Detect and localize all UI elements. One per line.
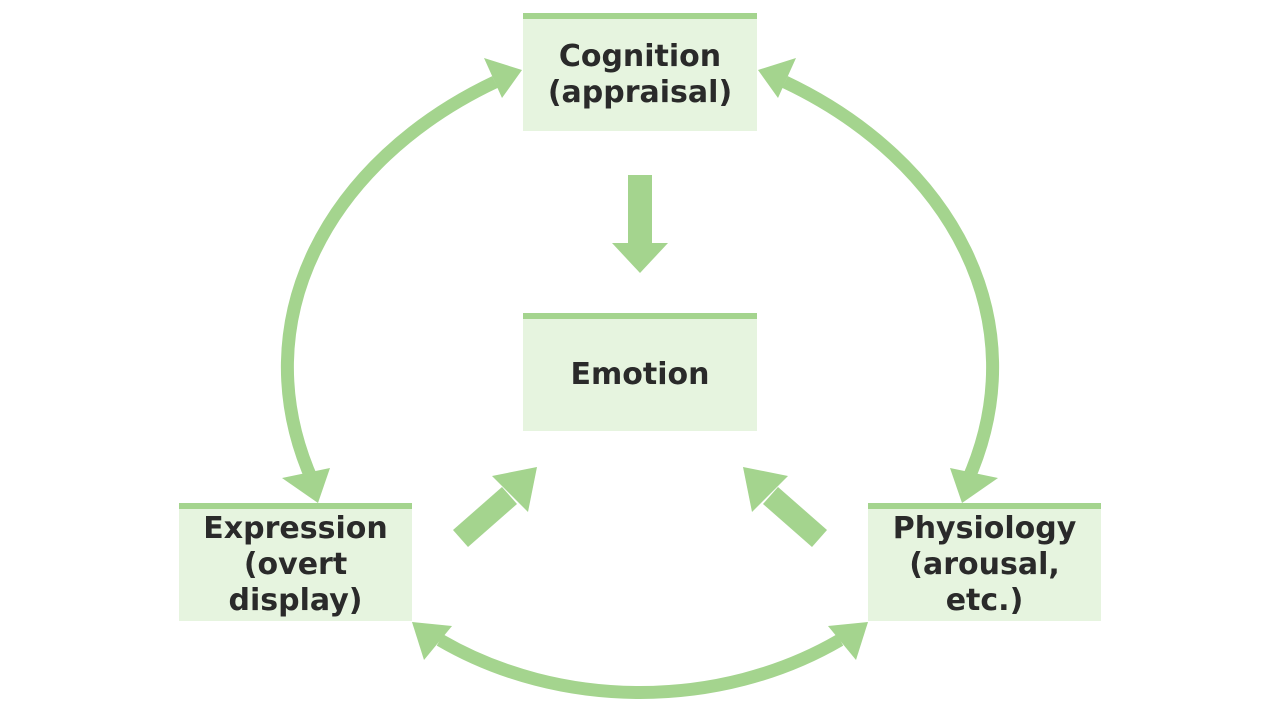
arrowhead-to-physiology bbox=[950, 468, 998, 503]
arrowhead-to-emotion-top bbox=[612, 243, 668, 273]
arrowhead-to-cognition-right bbox=[758, 58, 796, 98]
node-emotion: Emotion bbox=[523, 313, 757, 431]
arc-expression-physiology bbox=[436, 634, 844, 699]
node-label-cognition: Cognition (appraisal) bbox=[547, 39, 733, 110]
arrowhead-to-expression-bottom bbox=[412, 622, 452, 660]
node-expression: Expression (overt display) bbox=[179, 503, 412, 621]
arrowhead-to-cognition bbox=[484, 58, 522, 98]
arc-cognition-expression bbox=[280, 76, 498, 485]
arrowhead-to-emotion-right bbox=[743, 467, 788, 512]
shaft-expression-emotion bbox=[453, 487, 517, 547]
node-physiology: Physiology (arousal, etc.) bbox=[868, 503, 1101, 621]
arc-cognition-physiology bbox=[782, 76, 1000, 485]
node-label-emotion: Emotion bbox=[570, 357, 710, 392]
arrowhead-to-expression bbox=[282, 468, 330, 503]
node-cognition: Cognition (appraisal) bbox=[523, 13, 757, 131]
node-label-expression: Expression (overt display) bbox=[203, 511, 388, 618]
arrowhead-to-emotion-left bbox=[492, 467, 537, 512]
shaft-cognition-emotion bbox=[628, 175, 652, 245]
node-label-physiology: Physiology (arousal, etc.) bbox=[892, 511, 1077, 618]
arrowhead-to-physiology-bottom bbox=[828, 622, 868, 660]
shaft-physiology-emotion bbox=[763, 487, 827, 547]
